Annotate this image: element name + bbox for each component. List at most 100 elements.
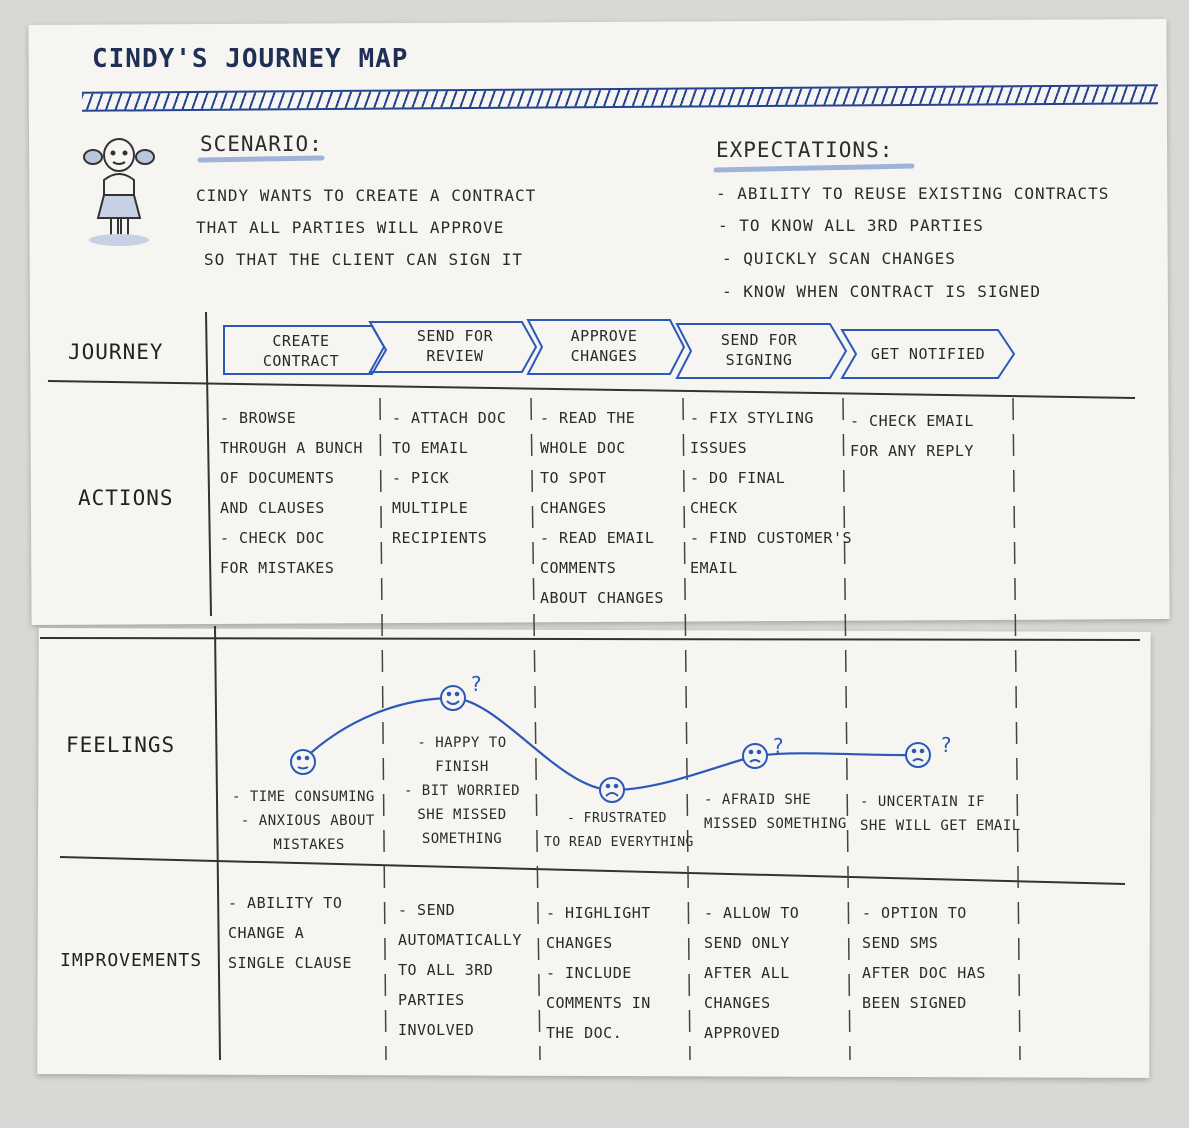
happy-face-icon (440, 685, 466, 711)
feeling-line: TO READ EVERYTHING (544, 835, 694, 850)
action-line: FOR ANY REPLY (850, 442, 974, 460)
persona-icon (83, 138, 155, 246)
improvement-line: - ABILITY TO (228, 894, 343, 912)
action-line: TO SPOT (540, 469, 607, 487)
worried-face-icon (905, 742, 931, 768)
feeling-line: - UNCERTAIN IF (860, 794, 986, 810)
action-line: - FIND CUSTOMER'S (690, 529, 853, 547)
actions-cell-send-for-review: - ATTACH DOC TO EMAIL - PICK MULTIPLE RE… (392, 403, 506, 553)
lane-divider-feelings (59, 856, 1126, 885)
action-line: - READ THE (540, 409, 636, 427)
stage-arrow-4 (675, 323, 848, 379)
improvement-line: AFTER ALL (704, 964, 790, 982)
feeling-note-create-contract: - TIME CONSUMING - ANXIOUS ABOUT MISTAKE… (232, 785, 375, 857)
improvements-cell-send-for-review: - SEND AUTOMATICALLY TO ALL 3RD PARTIES … (398, 895, 522, 1045)
feeling-line: - TIME CONSUMING (232, 789, 375, 805)
actions-cell-get-notified: - CHECK EMAIL FOR ANY REPLY (850, 406, 974, 466)
improvement-line: SEND ONLY (704, 934, 790, 952)
stage-arrow-2 (368, 321, 538, 373)
lane-label-improvements: IMPROVEMENTS (60, 950, 203, 971)
feeling-line: - BIT WORRIED (403, 783, 521, 799)
frustrated-face-icon (599, 777, 625, 803)
improvement-line: SEND SMS (862, 934, 939, 952)
scenario-line: THAT ALL PARTIES WILL APPROVE (196, 218, 505, 237)
improvement-line: AFTER DOC HAS (862, 964, 986, 982)
improvement-line: - OPTION TO (862, 904, 967, 922)
action-line: - BROWSE (220, 409, 297, 427)
action-line: - CHECK DOC (220, 529, 325, 547)
stage-label-send-for-signing: SEND FOR SIGNING (694, 330, 824, 370)
expectations-heading-highlight (713, 163, 915, 173)
stage-label-line: CONTRACT (262, 352, 340, 370)
action-line: WHOLE DOC (540, 439, 626, 457)
feeling-line: - HAPPY TO (417, 735, 507, 751)
stage-label-line: APPROVE (570, 327, 638, 345)
action-line: - CHECK EMAIL (850, 412, 974, 430)
improvement-line: - ALLOW TO (704, 904, 800, 922)
action-line: EMAIL (690, 559, 738, 577)
action-line: - ATTACH DOC (392, 409, 507, 427)
improvements-cell-create-contract: - ABILITY TO CHANGE A SINGLE CLAUSE (228, 888, 352, 978)
improvement-line: CHANGE A (228, 924, 305, 942)
question-mark-icon: ? (470, 672, 483, 696)
feeling-line: SHE WILL GET EMAIL (860, 818, 1021, 834)
feeling-line: SHE MISSED (417, 807, 507, 823)
improvement-line: COMMENTS IN (546, 994, 651, 1012)
improvement-line: PARTIES (398, 991, 465, 1009)
action-line: - DO FINAL (690, 469, 786, 487)
lane-label-feelings: FEELINGS (66, 733, 176, 757)
neutral-face-icon (290, 749, 316, 775)
improvement-line: AUTOMATICALLY (398, 931, 522, 949)
expectations-heading: EXPECTATIONS: (716, 138, 894, 162)
action-line: CHANGES (540, 499, 607, 517)
action-line: MULTIPLE (392, 499, 469, 517)
stage-dividers (379, 397, 1021, 1061)
feeling-line: MISTAKES (273, 837, 345, 853)
improvement-line: TO ALL 3RD (398, 961, 494, 979)
expectation-item: - ABILITY TO REUSE EXISTING CONTRACTS (716, 184, 1110, 203)
improvement-line: CHANGES (704, 994, 771, 1012)
action-line: - FIX STYLING (690, 409, 814, 427)
expectation-item: - KNOW WHEN CONTRACT IS SIGNED (722, 282, 1041, 301)
stage-arrow-3 (526, 319, 686, 375)
action-line: - PICK (392, 469, 450, 487)
expectation-item: - QUICKLY SCAN CHANGES (722, 249, 956, 268)
feeling-line: - ANXIOUS ABOUT (240, 813, 375, 829)
question-mark-icon: ? (772, 734, 785, 758)
stage-arrow-1 (223, 325, 388, 375)
improvement-line: SINGLE CLAUSE (228, 954, 352, 972)
feeling-line: - AFRAID SHE (704, 792, 812, 808)
stage-label-line: CHANGES (570, 347, 638, 365)
scenario-line: CINDY WANTS TO CREATE A CONTRACT (196, 186, 537, 205)
action-line: - READ EMAIL (540, 529, 655, 547)
stage-arrow-5 (840, 329, 1016, 379)
feeling-line: - FRUSTRATED (567, 811, 667, 826)
improvement-line: INVOLVED (398, 1021, 475, 1039)
feeling-note-send-for-signing: - AFRAID SHE MISSED SOMETHING (704, 788, 847, 836)
stage-label-create-contract: CREATE CONTRACT (236, 331, 366, 371)
stage-label-line: REVIEW (426, 347, 484, 365)
lane-divider-journey (47, 380, 1136, 399)
scenario-heading-highlight (197, 155, 325, 163)
lane-label-journey: JOURNEY (68, 340, 164, 364)
feeling-line: SOMETHING (421, 831, 503, 847)
action-line: RECIPIENTS (392, 529, 488, 547)
emotion-markers (290, 685, 931, 803)
improvement-line: - INCLUDE (546, 964, 632, 982)
feeling-note-approve-changes: - FRUSTRATED TO READ EVERYTHING (544, 807, 694, 855)
worried-face-icon (742, 743, 768, 769)
scenario-heading: SCENARIO: (200, 132, 323, 156)
action-line: FOR MISTAKES (220, 559, 335, 577)
lane-label-actions: ACTIONS (78, 486, 174, 510)
feeling-note-get-notified: - UNCERTAIN IF SHE WILL GET EMAIL (860, 790, 1021, 838)
action-line: ABOUT CHANGES (540, 589, 664, 607)
label-column-divider-bottom (214, 625, 221, 1061)
expectation-item: - TO KNOW ALL 3RD PARTIES (718, 216, 984, 235)
actions-cell-send-for-signing: - FIX STYLING ISSUES - DO FINAL CHECK - … (690, 403, 852, 583)
page-title: CINDY'S JOURNEY MAP (92, 44, 409, 74)
action-line: COMMENTS (540, 559, 617, 577)
actions-cell-create-contract: - BROWSE THROUGH A BUNCH OF DOCUMENTS AN… (220, 403, 363, 583)
stage-label-send-for-review: SEND FOR REVIEW (390, 326, 520, 366)
scenario-line: SO THAT THE CLIENT CAN SIGN IT (204, 250, 523, 269)
